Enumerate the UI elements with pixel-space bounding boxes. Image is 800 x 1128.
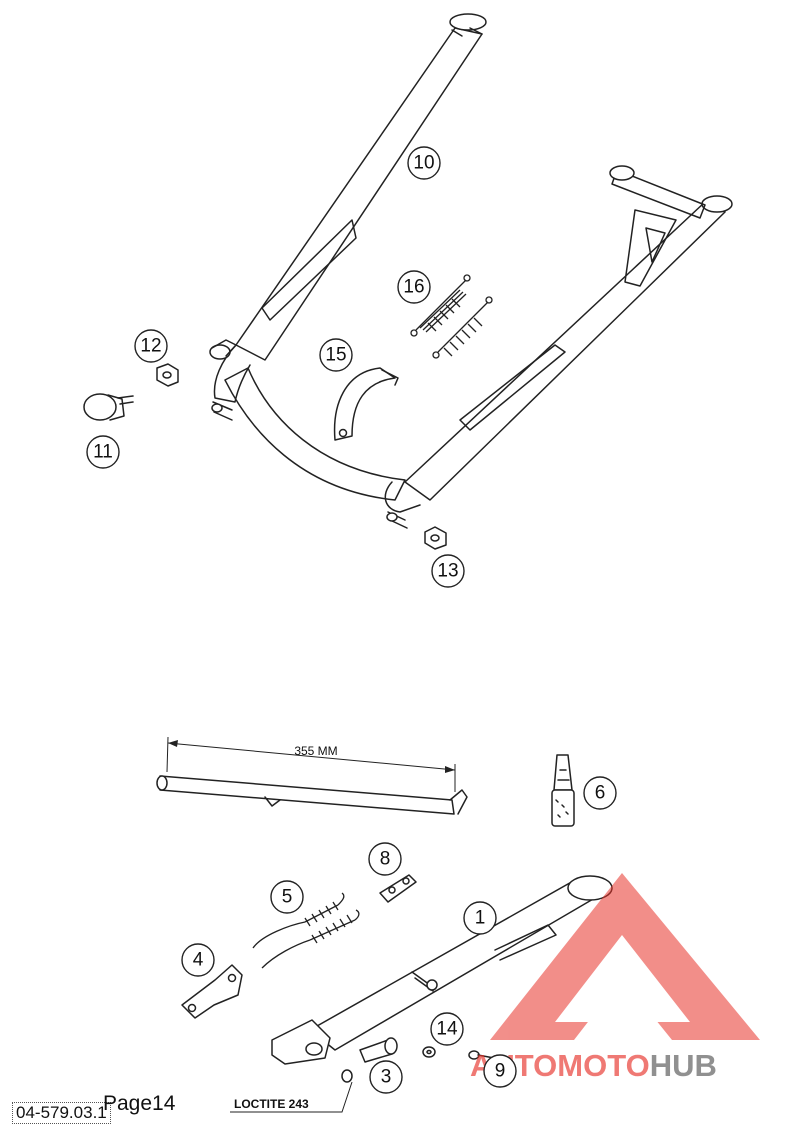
svg-text:4: 4 xyxy=(193,950,204,971)
plate-8 xyxy=(379,874,417,903)
drawing-code: 04-579.03.1 xyxy=(12,1102,111,1124)
svg-text:10: 10 xyxy=(413,153,434,174)
callout-6: 6 xyxy=(583,776,617,810)
rubber-stop-11 xyxy=(83,393,134,421)
svg-text:1: 1 xyxy=(475,908,486,929)
hex-nut-13 xyxy=(424,526,447,550)
svg-text:15: 15 xyxy=(325,345,346,366)
callout-9: 9 xyxy=(483,1054,517,1088)
callout-16: 16 xyxy=(397,270,431,304)
loctite-bottle-6 xyxy=(551,754,575,827)
svg-text:12: 12 xyxy=(140,336,161,357)
hex-nut-12 xyxy=(156,363,179,387)
svg-text:14: 14 xyxy=(436,1019,458,1040)
callout-14: 14 xyxy=(430,1012,464,1046)
callout-4: 4 xyxy=(181,943,215,977)
springs-5 xyxy=(252,892,360,969)
side-stand-1 xyxy=(271,875,613,1065)
springs-16 xyxy=(410,274,493,359)
callout-15: 15 xyxy=(319,338,353,372)
svg-text:5: 5 xyxy=(282,887,293,908)
svg-text:3: 3 xyxy=(381,1067,392,1088)
callout-5: 5 xyxy=(270,880,304,914)
washer-14 xyxy=(422,1046,436,1058)
callout-12: 12 xyxy=(134,329,168,363)
svg-text:6: 6 xyxy=(595,783,606,804)
spring-plate-15 xyxy=(333,367,399,441)
svg-text:13: 13 xyxy=(437,561,458,582)
callout-11: 11 xyxy=(86,435,120,469)
side-stand-profile xyxy=(156,775,468,815)
dimension-label: 355 MM xyxy=(294,744,337,758)
callout-10: 10 xyxy=(407,146,441,180)
pivot-bolt-3 xyxy=(341,1037,398,1083)
svg-text:16: 16 xyxy=(403,277,424,298)
svg-text:9: 9 xyxy=(495,1061,506,1082)
watermark-logo xyxy=(490,873,760,1040)
svg-text:11: 11 xyxy=(93,442,113,463)
bracket-4 xyxy=(181,964,243,1019)
center-stand xyxy=(209,13,733,529)
callout-1: 1 xyxy=(463,901,497,935)
callout-13: 13 xyxy=(431,554,465,588)
page-label: Page14 xyxy=(103,1092,176,1115)
callout-3: 3 xyxy=(369,1060,403,1094)
callout-8: 8 xyxy=(368,842,402,876)
loctite-leader xyxy=(230,1081,353,1113)
svg-text:8: 8 xyxy=(380,849,391,870)
dimension-355mm xyxy=(166,736,456,792)
loctite-note: LOCTITE 243 xyxy=(234,1097,309,1111)
